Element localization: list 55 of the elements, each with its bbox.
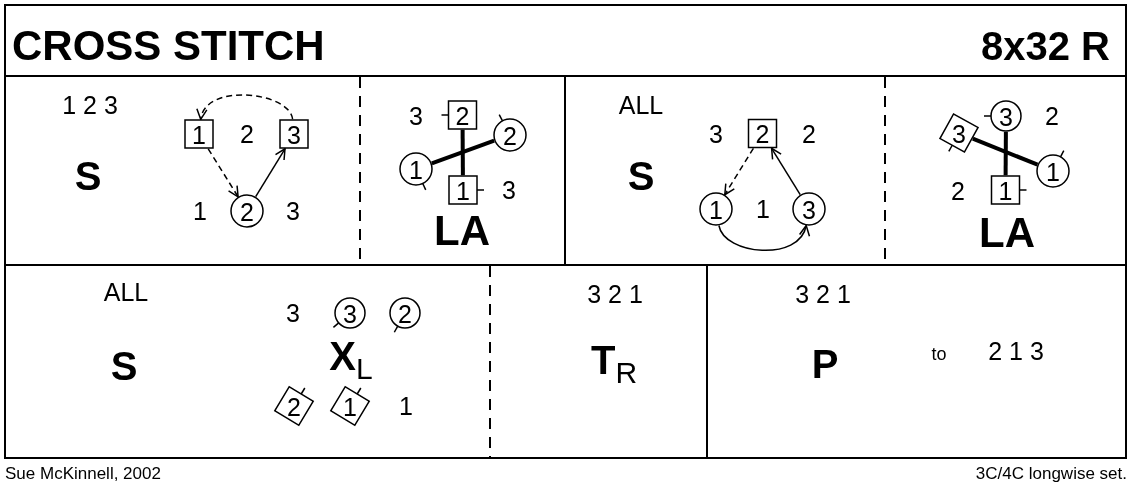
figure-panel bbox=[361, 77, 566, 266]
dancer-number: 1 bbox=[193, 198, 207, 224]
dancer-number: 3 bbox=[709, 121, 723, 147]
arrow bbox=[254, 148, 286, 198]
dancer-number: 3 bbox=[286, 300, 300, 326]
dashed-curved-arrow bbox=[198, 94, 294, 121]
dance-format: 8x32 R bbox=[981, 26, 1110, 66]
numbered-square: 1 bbox=[183, 118, 215, 150]
dancers-label: 3 2 1 bbox=[795, 281, 851, 307]
dancer-number: 2 bbox=[802, 121, 816, 147]
dashed-arrow bbox=[207, 148, 239, 198]
dancer-number: 2 bbox=[951, 178, 965, 204]
hand-link-line bbox=[1003, 131, 1008, 176]
figure-code: P bbox=[811, 344, 839, 384]
figure-code: S bbox=[110, 346, 138, 386]
figure-panel bbox=[4, 77, 361, 266]
hand-link-line bbox=[460, 129, 465, 176]
hand-link-line bbox=[431, 138, 495, 166]
figure-panel bbox=[4, 266, 491, 459]
figure-code: T$_{R}$ bbox=[590, 340, 638, 388]
numbered-square: 2 bbox=[747, 118, 778, 149]
credit-line: Sue McKinnell, 2002 bbox=[5, 464, 161, 482]
dancer-number: 3 bbox=[409, 103, 423, 129]
figure-panel bbox=[708, 266, 1127, 459]
dancer-number: 3 bbox=[286, 198, 300, 224]
dancer-number: 1 bbox=[756, 196, 770, 222]
numbered-square: 3 bbox=[278, 118, 310, 150]
figure-code: S bbox=[627, 156, 655, 196]
dashed-arrow bbox=[724, 147, 755, 196]
set-description: 3C/4C longwise set. bbox=[975, 464, 1127, 482]
figure-code: LA bbox=[434, 210, 490, 252]
dancer-number: 2 bbox=[240, 121, 254, 147]
dancers-label: 3 2 1 bbox=[587, 281, 643, 307]
figure-code: S bbox=[74, 156, 102, 196]
hand-link-line bbox=[972, 136, 1039, 167]
curved-arrow bbox=[718, 224, 809, 251]
dancers-label: 2 1 3 bbox=[988, 338, 1044, 364]
numbered-circle: 1 bbox=[698, 191, 734, 227]
arrow bbox=[770, 147, 801, 196]
figure-code: LA bbox=[979, 212, 1035, 254]
figure-panel bbox=[491, 266, 708, 459]
dancers-label: ALL bbox=[618, 92, 664, 118]
numbered-circle: 3 bbox=[331, 296, 367, 330]
dancer-number: 1 bbox=[399, 393, 413, 419]
dancers-label: ALL bbox=[103, 279, 149, 305]
connector-word: to bbox=[931, 345, 947, 363]
dance-title: CROSS STITCH bbox=[12, 25, 325, 67]
figure-panel bbox=[886, 77, 1127, 266]
dancer-number: 3 bbox=[502, 177, 516, 203]
figure-code: X$_{L}$ bbox=[329, 336, 373, 384]
dancers-label: 1 2 3 bbox=[62, 92, 118, 118]
numbered-circle: 3 bbox=[791, 191, 827, 227]
numbered-circle: 2 bbox=[229, 193, 265, 229]
dancer-number: 2 bbox=[1045, 103, 1059, 129]
figure-panel bbox=[566, 77, 886, 266]
